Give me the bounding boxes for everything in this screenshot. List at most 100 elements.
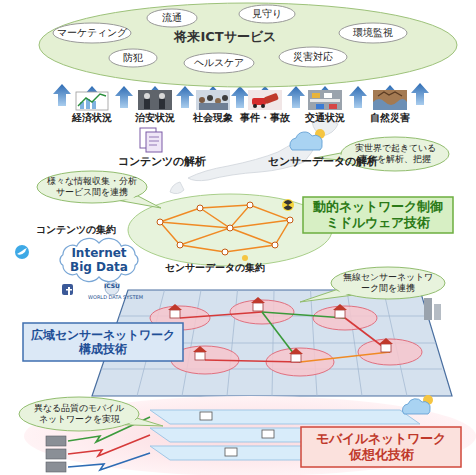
sensor-plane bbox=[262, 312, 345, 318]
network-area bbox=[197, 205, 203, 211]
content-icon bbox=[149, 141, 159, 142]
event-icon bbox=[263, 93, 279, 104]
service-bubble-text: 見守り bbox=[238, 8, 296, 20]
event-icon bbox=[222, 95, 228, 101]
text-holder: Internet Big Data bbox=[55, 238, 143, 282]
mobile-area bbox=[46, 462, 66, 472]
up-arrow bbox=[287, 86, 305, 108]
mobile-area bbox=[24, 395, 476, 475]
callout-bubble-text: 様々な情報収集・分析サービス間を連携 bbox=[47, 176, 137, 198]
callout-bubble-outline bbox=[19, 397, 139, 431]
sensor-plane bbox=[205, 360, 300, 362]
event-icon bbox=[316, 104, 324, 109]
technology-box-outline bbox=[303, 197, 453, 233]
event-icon bbox=[207, 95, 213, 101]
text-holder: 将来ICTサービス bbox=[160, 29, 290, 45]
text-holder: 無線センサーネットワーク間を連携 bbox=[330, 266, 446, 300]
sensor-plane bbox=[251, 297, 265, 311]
sensor-plane bbox=[424, 298, 432, 320]
up-arrow bbox=[411, 83, 429, 105]
event-icon bbox=[199, 103, 228, 110]
mobile-area bbox=[402, 399, 430, 414]
text-holder: 防犯 bbox=[108, 48, 158, 68]
service-ellipse-text: 将来ICTサービス bbox=[160, 29, 290, 45]
event-label: 治安状況 bbox=[135, 112, 175, 124]
sensor-plane bbox=[150, 300, 422, 376]
service-bubble-outline bbox=[279, 47, 347, 67]
text-holder: マーケティング bbox=[52, 22, 132, 44]
event-icon bbox=[373, 90, 407, 110]
service-bubble: 見守り bbox=[238, 4, 296, 24]
service-ellipse: 将来ICTサービスマーケティング流通見守り環境監視防犯ヘルスケア災害対応 bbox=[38, 2, 458, 88]
service-bubble-outline bbox=[184, 53, 254, 73]
sensor-cloud-icon bbox=[290, 129, 325, 150]
callout-bubble: 無線センサーネットワーク間を連携 bbox=[330, 266, 446, 300]
data-cloud: Internet Big Data bbox=[55, 238, 143, 282]
event-icon bbox=[310, 99, 340, 102]
technology-box: 広域センサーネットワーク 構成技術 bbox=[22, 322, 184, 362]
service-bubble-text: マーケティング bbox=[52, 27, 132, 39]
network-area bbox=[227, 225, 233, 231]
service-bubble-text: 防犯 bbox=[108, 52, 158, 64]
event-icon bbox=[378, 92, 402, 96]
mobile-area bbox=[150, 410, 420, 424]
social-media-icon bbox=[66, 289, 72, 291]
callout-tail bbox=[338, 289, 351, 294]
technology-box-text: 動的ネットワーク制御 ミドルウェア技術 bbox=[308, 199, 448, 230]
callout-bubble: 異なる品質のモバイルネットワークを実現 bbox=[18, 396, 140, 432]
event-icon bbox=[329, 104, 337, 109]
callout-bubble-outline bbox=[37, 171, 147, 203]
text-holder: モバイルネットワーク 仮想化技術 bbox=[300, 426, 462, 468]
event-icon bbox=[324, 93, 332, 98]
content-icon bbox=[146, 132, 162, 152]
service-bubble: 災害対応 bbox=[278, 46, 348, 68]
event-icon bbox=[373, 99, 407, 110]
event-icon bbox=[308, 90, 342, 110]
sensor-plane bbox=[289, 348, 303, 362]
network-area bbox=[282, 199, 294, 211]
mobile-area bbox=[46, 436, 66, 472]
service-bubble-text: 環境監視 bbox=[338, 27, 408, 39]
sensor-plane bbox=[434, 304, 441, 320]
content-icon bbox=[149, 137, 159, 138]
event-icon bbox=[78, 94, 106, 106]
service-bubble: 防犯 bbox=[108, 48, 158, 68]
service-bubble-outline bbox=[339, 23, 407, 43]
sensor-plane bbox=[180, 312, 262, 318]
callout-tail bbox=[125, 418, 135, 423]
sensor-plane bbox=[168, 304, 182, 318]
event-label: 自然災害 bbox=[370, 112, 410, 124]
up-arrow bbox=[53, 84, 71, 106]
event-icon bbox=[144, 99, 150, 109]
content-icon bbox=[149, 145, 157, 146]
network-area bbox=[128, 194, 332, 266]
event-label: 交通状況 bbox=[305, 112, 345, 124]
network-area bbox=[247, 202, 253, 208]
service-bubble: マーケティング bbox=[52, 22, 132, 44]
event-icon bbox=[199, 97, 205, 103]
text-holder: 環境監視 bbox=[338, 22, 408, 44]
network-area bbox=[160, 205, 290, 252]
network-area bbox=[177, 242, 183, 248]
aggregation-label: センサーデータの集約 bbox=[165, 262, 265, 274]
mobile-area bbox=[24, 396, 476, 475]
event-icon bbox=[138, 90, 172, 110]
analysis-label: センサーデータの解析 bbox=[268, 156, 378, 169]
up-arrow bbox=[231, 86, 249, 108]
service-bubble-outline bbox=[109, 49, 157, 67]
event-label: 社会現象 bbox=[193, 112, 233, 124]
sensor-cloud-icon bbox=[290, 132, 322, 150]
event-label: 事件・事故 bbox=[240, 112, 290, 124]
service-bubble: 環境監視 bbox=[338, 22, 408, 44]
network-area bbox=[222, 249, 228, 255]
service-bubble-text: ヘルスケア bbox=[183, 57, 255, 69]
logo-text: WORLD DATA SYSTEM bbox=[88, 295, 143, 301]
text-holder: 動的ネットワーク制御 ミドルウェア技術 bbox=[302, 196, 454, 234]
up-arrow bbox=[349, 86, 367, 108]
event-icon bbox=[76, 90, 407, 110]
callout-bubble: 様々な情報収集・分析サービス間を連携 bbox=[36, 170, 148, 204]
event-icon bbox=[159, 93, 165, 99]
event-icon bbox=[144, 93, 150, 99]
network-area bbox=[272, 242, 278, 248]
